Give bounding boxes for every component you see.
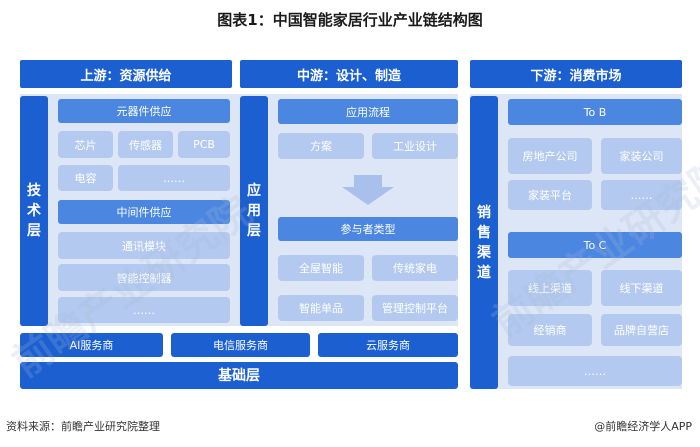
arrow-down-icon: [342, 175, 394, 205]
sensor-item: 传感器: [118, 131, 173, 158]
base-layer-bar: 基础层: [20, 362, 458, 389]
real-estate-item: 房地产公司: [508, 138, 592, 174]
page-title: 图表1：中国智能家居行业产业链结构图: [217, 11, 483, 29]
ai-provider-item: AI服务商: [20, 333, 163, 357]
downstream-header: 下游：消费市场: [470, 60, 682, 88]
upstream-header: 上游：资源供给: [20, 60, 232, 88]
toc-more-item: ……: [508, 356, 682, 386]
industrial-design-item: 工业设计: [372, 133, 458, 159]
solution-item: 方案: [278, 133, 364, 159]
decoration-company-item: 家装公司: [601, 138, 682, 174]
telecom-provider-item: 电信服务商: [171, 333, 310, 357]
tech-layer-text: 技术层: [27, 183, 41, 239]
participant-type-bar: 参与者类型: [278, 217, 458, 241]
brand-store-item: 品牌自营店: [601, 314, 682, 346]
app-layer-text: 应用层: [247, 183, 261, 239]
control-platform-item: 管理控制平台: [372, 295, 458, 321]
app-layer-label: 应用层: [240, 96, 268, 326]
sales-channel-text: 销售渠道: [477, 204, 491, 281]
smart-single-item: 智能单品: [278, 295, 364, 321]
online-channel-item: 线上渠道: [508, 270, 592, 306]
pcb-item: PCB: [178, 131, 230, 158]
decoration-platform-item: 家装平台: [508, 180, 592, 210]
whole-house-item: 全屋智能: [278, 255, 364, 281]
components-more-item: ……: [118, 165, 230, 191]
distributor-item: 经销商: [508, 314, 592, 346]
sales-channel-label: 销售渠道: [470, 96, 498, 389]
tob-bar: To B: [508, 99, 682, 125]
comm-module-item: 通讯模块: [58, 232, 230, 259]
middleware-supply-bar: 中间件供应: [58, 200, 230, 224]
capacitor-item: 电容: [58, 165, 113, 191]
component-supply-bar: 元器件供应: [58, 99, 230, 123]
source-note: 资料来源：前瞻产业研究院整理: [6, 420, 160, 433]
midstream-header: 中游：设计、制造: [240, 60, 458, 88]
toc-bar: To C: [508, 232, 682, 258]
chip-item: 芯片: [58, 131, 113, 158]
tech-layer-label: 技术层: [20, 96, 48, 326]
brand-note: @前瞻经济学人APP: [594, 420, 692, 433]
tob-more-item: ……: [601, 180, 682, 210]
traditional-appliance-item: 传统家电: [372, 255, 458, 281]
offline-channel-item: 线下渠道: [601, 270, 682, 306]
cloud-provider-item: 云服务商: [318, 333, 458, 357]
middleware-more-item: ……: [58, 297, 230, 323]
process-bar: 应用流程: [278, 99, 458, 124]
smart-controller-item: 智能控制器: [58, 264, 230, 291]
